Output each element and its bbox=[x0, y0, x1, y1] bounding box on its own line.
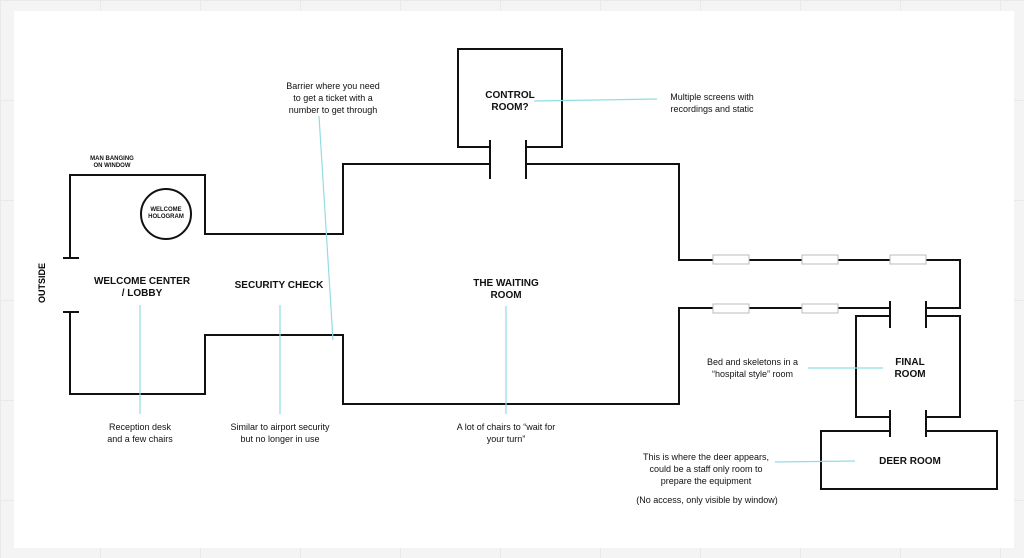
outside-label: OUTSIDE bbox=[37, 263, 47, 304]
bed-note-line: Bed and skeletons in a bbox=[706, 357, 799, 367]
final-room-line2: ROOM bbox=[894, 369, 926, 380]
deer-note: This is where the deer appears, could be… bbox=[627, 451, 785, 487]
bed-note-line: “hospital style” room bbox=[711, 369, 794, 379]
final-room-line1: FINAL bbox=[895, 357, 925, 368]
chairs-note-line: A lot of chairs to “wait for bbox=[456, 422, 556, 432]
screens-note-line: recordings and static bbox=[670, 104, 754, 114]
waiting-room-line1: THE WAITING bbox=[473, 278, 539, 289]
screens-note: Multiple screens with recordings and sta… bbox=[652, 91, 772, 115]
deer-note-line: prepare the equipment bbox=[660, 476, 752, 486]
welcome-center-line1: WELCOME CENTER bbox=[93, 276, 191, 287]
reception-note-line: and a few chairs bbox=[107, 434, 173, 444]
deer-room-label: DEER ROOM bbox=[879, 456, 941, 467]
airport-note-line: but no longer in use bbox=[240, 434, 320, 444]
corridor-window bbox=[801, 254, 839, 265]
final-room-label: FINAL ROOM bbox=[880, 357, 940, 381]
control-room-line2: ROOM? bbox=[491, 102, 529, 113]
corridor-window bbox=[712, 254, 750, 265]
control-room-line1: CONTROL bbox=[485, 90, 535, 101]
man-banging-label: MAN BANGING ON WINDOW bbox=[78, 156, 146, 170]
lobby-walls-bottom bbox=[69, 311, 344, 395]
corridor-window bbox=[801, 303, 839, 314]
man-banging-line2: ON WINDOW bbox=[93, 163, 131, 169]
control-room-walls bbox=[457, 48, 563, 148]
airport-note: Similar to airport security but no longe… bbox=[215, 421, 345, 445]
deer-note-line: This is where the deer appears, bbox=[642, 452, 770, 462]
welcome-center-line2: / LOBBY bbox=[121, 288, 163, 299]
waiting-room-line2: ROOM bbox=[490, 290, 522, 301]
hologram-label: WELCOME HOLOGRAM bbox=[141, 207, 191, 221]
barrier-note: Barrier where you need to get a ticket w… bbox=[268, 80, 398, 116]
final-room-walls bbox=[855, 315, 891, 418]
chairs-note-line: your turn” bbox=[486, 434, 526, 444]
control-room-label: CONTROL ROOM? bbox=[470, 90, 550, 114]
connector-screens bbox=[533, 98, 658, 102]
chairs-note: A lot of chairs to “wait for your turn” bbox=[441, 421, 571, 445]
deer-note-line: could be a staff only room to bbox=[649, 464, 763, 474]
screens-note-line: Multiple screens with bbox=[670, 92, 754, 102]
hologram-circle bbox=[140, 188, 192, 240]
connector-barrier bbox=[318, 115, 334, 341]
hologram-line2: HOLOGRAM bbox=[148, 214, 184, 220]
lobby-walls-top bbox=[69, 174, 344, 259]
hologram-line1: WELCOME bbox=[150, 207, 182, 213]
bed-note: Bed and skeletons in a “hospital style” … bbox=[695, 356, 810, 380]
connector-deer bbox=[774, 460, 856, 463]
corridor-window bbox=[889, 254, 927, 265]
waiting-room-walls-top bbox=[342, 163, 491, 235]
security-check-label: SECURITY CHECK bbox=[234, 280, 324, 291]
no-access-note: (No access, only visible by window) bbox=[636, 495, 778, 505]
airport-note-line: Similar to airport security bbox=[230, 422, 330, 432]
whiteboard-frame bbox=[14, 11, 1014, 548]
barrier-note-line: to get a ticket with a bbox=[293, 93, 373, 103]
reception-note-line: Reception desk bbox=[108, 422, 172, 432]
welcome-center-label: WELCOME CENTER / LOBBY bbox=[86, 276, 198, 300]
deer-room-walls bbox=[820, 430, 998, 490]
waiting-room-walls-bottom bbox=[342, 307, 680, 405]
man-banging-line1: MAN BANGING bbox=[90, 156, 134, 162]
corridor-window bbox=[712, 303, 750, 314]
barrier-note-line: number to get through bbox=[288, 105, 378, 115]
waiting-room-label: THE WAITING ROOM bbox=[456, 278, 556, 302]
barrier-note-line: Barrier where you need bbox=[286, 81, 380, 91]
reception-note: Reception desk and a few chairs bbox=[90, 421, 190, 445]
